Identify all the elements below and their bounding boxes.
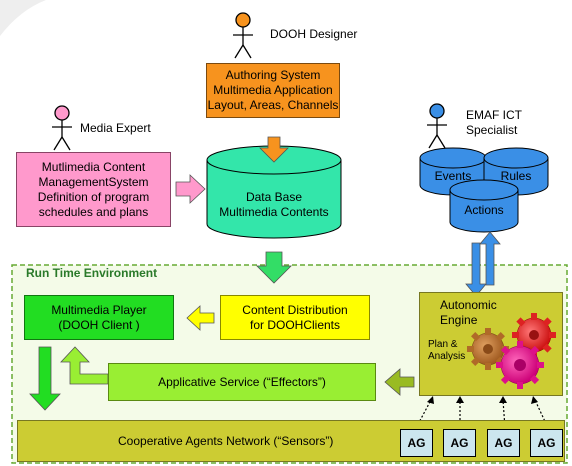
cms-line4: schedules and plans [38, 204, 149, 219]
runtime-environment-label: Run Time Environment [26, 266, 158, 280]
events-label: Events [434, 168, 472, 183]
arrow-engine-to-applicative [384, 368, 415, 396]
media-expert-actor-icon [52, 105, 72, 151]
gears-icon [467, 313, 556, 389]
agent-arrowheads [427, 396, 538, 404]
engine-line1: Autonomic [440, 298, 497, 312]
arrow-cms-to-database [175, 174, 206, 204]
cms-line1: Mutlimedia Content [41, 159, 146, 174]
arrow-engine-to-actions [479, 231, 501, 286]
emaf-ict-specialist-actor-icon [427, 103, 447, 149]
plan-line1: Plan & [428, 339, 458, 350]
dooh-designer-actor-icon [233, 12, 253, 59]
autonomic-engine-label: Autonomic Engine [440, 298, 497, 328]
arrow-distribution-to-player [186, 305, 215, 331]
database-line2: Multimedia Contents [219, 205, 329, 219]
arrow-applicative-to-player [60, 346, 109, 385]
applicative-service-box: Applicative Service (“Effectors”) [108, 363, 376, 401]
authoring-line2: Multimedia Application [213, 83, 333, 97]
agent-box-2: AG [443, 429, 476, 457]
authoring-line1: Authoring System [225, 68, 321, 82]
arrow-player-down [29, 346, 61, 411]
engine-line2: Engine [440, 313, 478, 327]
agent-box-1: AG [400, 429, 433, 457]
database-label: Data Base Multimedia Contents [207, 188, 341, 222]
emaf-ict-specialist-label: EMAF ICT Specialist [466, 108, 522, 138]
multimedia-player-box: Multimedia Player (DOOH Client ) [24, 295, 174, 340]
rules-label: Rules [500, 168, 532, 183]
cms-line2: ManagementSystem [38, 174, 149, 189]
authoring-line3: Layout, Areas, Channels [207, 98, 339, 112]
player-line2: (DOOH Client ) [58, 317, 140, 332]
player-line1: Multimedia Player [51, 302, 147, 317]
agent-box-4: AG [530, 429, 563, 457]
distribution-line1: Content Distribution [242, 302, 348, 317]
arrow-actions-to-engine [465, 242, 487, 297]
cooperative-agents-box: Cooperative Agents Network (“Sensors”) [17, 420, 565, 462]
database-line1: Data Base [245, 190, 303, 204]
plan-line2: Analysis [428, 351, 466, 362]
cms-line3: Definition of program [37, 189, 150, 204]
agent-box-3: AG [487, 429, 520, 457]
corner-decoration [0, 0, 46, 36]
media-expert-label: Media Expert [80, 121, 151, 135]
cooperative-agents-label: Cooperative Agents Network (“Sensors”) [118, 434, 334, 448]
arrow-database-to-distribution [256, 251, 292, 284]
emaf-ict-label-line2: Specialist [466, 123, 518, 137]
dooh-designer-label: DOOH Designer [270, 27, 358, 41]
actions-label: Actions [464, 202, 504, 217]
cms-box: Mutlimedia Content ManagementSystem Defi… [16, 152, 171, 227]
distribution-line2: for DOOHClients [249, 317, 341, 332]
actions-cylinder [449, 179, 519, 233]
content-distribution-box: Content Distribution for DOOHClients [220, 295, 370, 340]
authoring-system-box: Authoring System Multimedia Application … [206, 63, 340, 118]
autonomic-engine-box: Autonomic Engine Plan & Analysis [419, 292, 563, 396]
emaf-ict-label-line1: EMAF ICT [466, 108, 522, 122]
arrow-authoring-to-database [259, 136, 289, 163]
plan-analysis-label: Plan & Analysis [428, 339, 465, 363]
